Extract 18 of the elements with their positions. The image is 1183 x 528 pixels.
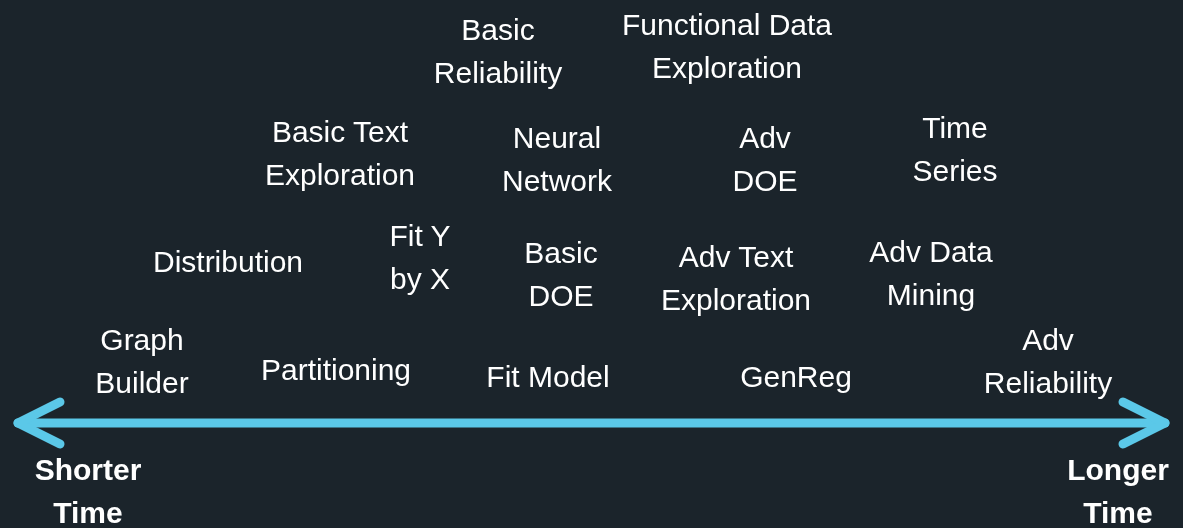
technique-label: Fit Model [485,359,611,395]
technique-label: Adv DOE [731,120,799,199]
technique-label: Shorter Time [33,452,143,528]
technique-label: Adv Reliability [982,322,1114,401]
technique-label: Time Series [911,110,999,189]
technique-label: Longer Time [1066,452,1170,528]
technique-label: Basic Text Exploration [263,114,417,193]
technique-label: Partitioning [259,352,413,388]
technique-label: Graph Builder [94,322,190,401]
technique-label: Adv Data Mining [868,234,994,313]
technique-label: GenReg [739,359,853,395]
technique-label: Basic DOE [523,235,599,314]
technique-label: Neural Network [501,120,613,199]
technique-label: Distribution [151,244,305,280]
technique-label: Adv Text Exploration [659,239,813,318]
technique-label: Basic Reliability [432,12,564,91]
technique-label: Fit Y by X [388,218,452,297]
technique-label: Functional Data Exploration [620,7,834,86]
